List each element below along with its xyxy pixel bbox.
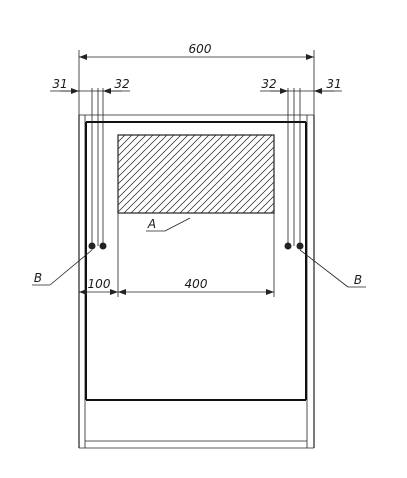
hatch-line	[118, 135, 168, 185]
hatch-line	[118, 135, 175, 192]
dimension-right-outer-label: 31	[326, 77, 341, 91]
dimension-left-outer-label: 31	[52, 77, 67, 91]
hatch-line	[292, 135, 370, 213]
hatch-line	[313, 135, 391, 213]
hatch-extension-lines	[117, 213, 275, 297]
fastener-b-left	[88, 242, 107, 250]
hatch-line	[118, 135, 147, 164]
leader-a: A	[146, 217, 191, 232]
dimension-overall-width: 600	[79, 42, 314, 60]
hatch-line	[256, 195, 274, 213]
hatch-line	[221, 160, 274, 213]
hatch-line	[118, 135, 154, 171]
leader-b-right: B	[299, 249, 366, 288]
dimension-overall-width-label: 600	[189, 42, 212, 56]
label-fastener-b-left: B	[34, 271, 42, 285]
hatch-line	[207, 146, 274, 213]
leader-b-left: B	[32, 249, 93, 286]
hatch-line	[172, 135, 252, 213]
hatch-line	[130, 135, 210, 213]
label-fastener-b-right: B	[354, 273, 362, 287]
hatch-line	[186, 135, 266, 213]
dimension-right-inner-label: 32	[261, 77, 276, 91]
hatch-line	[118, 135, 189, 206]
hatch-line	[165, 135, 245, 213]
hatch-line	[118, 135, 140, 157]
hatch-line	[334, 135, 407, 213]
hatch-line	[263, 202, 274, 213]
hatch-line	[285, 135, 363, 213]
dimension-bottom: 100 400	[79, 277, 274, 295]
hatch-line	[123, 135, 203, 213]
hatch-line	[341, 135, 407, 213]
dimension-right-offsets: 32 31	[260, 77, 342, 94]
hatch-line	[348, 135, 407, 213]
hatch-line	[118, 135, 196, 213]
hatch-line	[249, 188, 274, 213]
hatched-area-a	[117, 134, 407, 214]
inner-panel	[85, 121, 307, 401]
hatch-line	[235, 174, 274, 213]
dimension-left-offsets: 31 32	[50, 77, 130, 94]
hatch-line	[299, 135, 377, 213]
hatch-line	[158, 135, 238, 213]
dimension-side-offset-label: 100	[88, 277, 111, 291]
hatch-line	[214, 153, 274, 213]
hatch-line	[137, 135, 217, 213]
hatch-line	[200, 139, 274, 213]
hatch-line	[118, 135, 133, 150]
hatch-line	[242, 181, 274, 213]
hatch-line	[144, 135, 224, 213]
hatch-line	[118, 135, 182, 199]
hatch-line	[270, 209, 274, 213]
fastener-guides	[78, 50, 315, 246]
hatch-line	[151, 135, 231, 213]
dimension-span-width-label: 400	[185, 277, 208, 291]
hatch-line	[327, 135, 405, 213]
fastener-b-right	[284, 242, 304, 250]
dimension-left-inner-label: 32	[114, 77, 129, 91]
hatch-line	[306, 135, 384, 213]
hatch-line	[179, 135, 259, 213]
hatch-line	[193, 135, 273, 213]
hatch-line	[118, 135, 161, 178]
hatch-line	[278, 135, 356, 213]
label-area-a: A	[147, 217, 156, 231]
hatch-line	[320, 135, 398, 213]
hatch-line	[228, 167, 274, 213]
